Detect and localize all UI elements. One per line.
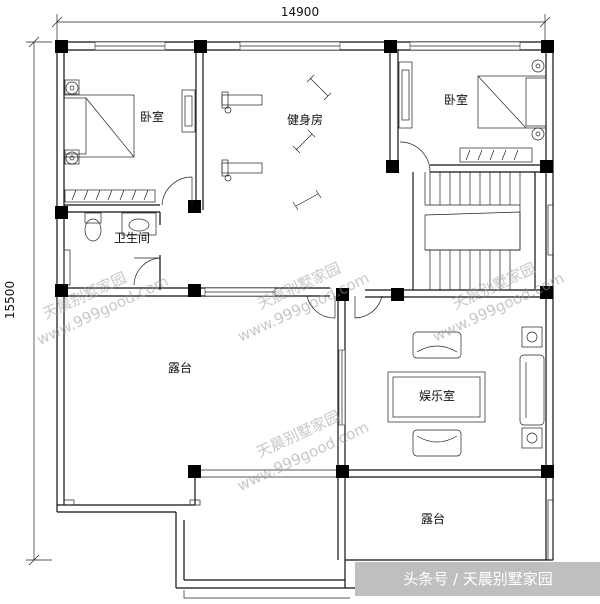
gym-equipment [221, 74, 332, 211]
middle-doors [306, 295, 383, 426]
lower-terrace-details [63, 499, 554, 599]
height-dimension-label: 15500 [3, 281, 17, 319]
bathroom-label: 卫生间 [114, 231, 150, 245]
structural-columns [55, 40, 554, 478]
staircase [412, 172, 554, 290]
gym-terrace-window [204, 287, 276, 297]
terrace-left-label: 露台 [168, 360, 192, 375]
watermarks: 天晨别墅家园 www.999good.com 天晨别墅家园 www.999goo… [34, 259, 567, 495]
bathroom-fixtures [63, 212, 161, 286]
left-bedroom-furniture [63, 79, 196, 206]
entertainment-furniture [387, 326, 545, 457]
credit-text: 头条号 / 天晨别墅家园 [403, 570, 553, 588]
top-windows [94, 41, 521, 51]
bedroom-right-label: 卧室 [444, 92, 468, 107]
entertainment-label: 娱乐室 [419, 388, 455, 403]
right-bedroom-furniture [398, 59, 547, 173]
gym-label: 健身房 [287, 112, 323, 127]
width-dimension-label: 14900 [281, 5, 319, 19]
height-dimension: 15500 [3, 36, 52, 566]
bedroom-left-label: 卧室 [140, 109, 164, 124]
width-dimension: 14900 [51, 5, 551, 40]
terrace-bottom-label: 露台 [421, 511, 445, 526]
credit-overlay: 头条号 / 天晨别墅家园 [355, 562, 600, 596]
